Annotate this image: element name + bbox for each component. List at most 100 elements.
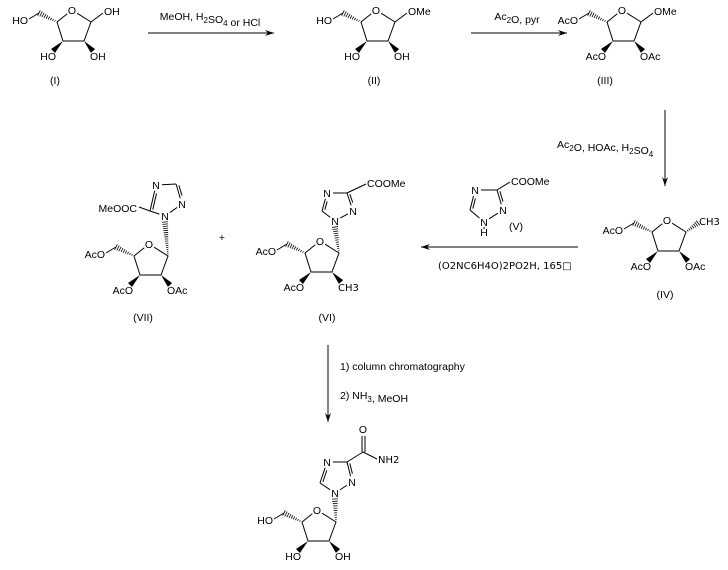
bond xyxy=(178,185,183,196)
arrow-head xyxy=(558,30,567,36)
bond xyxy=(276,243,288,251)
arrow-head xyxy=(421,244,430,250)
bond xyxy=(340,213,348,219)
ring-nitrogen-n4: N xyxy=(323,457,331,469)
ring-nitrogen-n2: N xyxy=(178,199,186,211)
bond xyxy=(301,521,309,542)
reagent-label: (O2NC6H4O)2PO2H, 165□ xyxy=(438,261,572,272)
bond xyxy=(394,12,408,23)
bond xyxy=(360,13,372,23)
bond xyxy=(149,210,160,215)
wedge-bond-c2 xyxy=(84,41,96,53)
ring-nitrogen-n1: N xyxy=(480,217,488,229)
bond xyxy=(83,21,92,42)
bond xyxy=(606,21,614,42)
substituent-c3: AcO xyxy=(586,51,606,63)
substituent-c3: HO xyxy=(285,551,301,563)
hashed-bond-c4 xyxy=(282,510,303,523)
ring-oxygen: O xyxy=(663,215,671,227)
bond xyxy=(499,191,504,202)
substituent-c3: HO xyxy=(40,51,56,63)
carbonyl-oxygen: O xyxy=(359,424,367,436)
bond xyxy=(319,467,326,484)
bond xyxy=(56,13,68,23)
bond xyxy=(105,246,117,254)
bond xyxy=(153,246,169,257)
substituent-c2: OAc xyxy=(167,285,187,297)
ring-nitrogen-n4: N xyxy=(323,188,331,200)
bond xyxy=(133,255,141,276)
substituent-c1: OMe xyxy=(408,6,431,18)
wedge-bond-c3 xyxy=(51,41,63,53)
bond xyxy=(324,243,340,254)
compound-label: (VII) xyxy=(133,312,153,324)
bond xyxy=(362,451,378,460)
ring-oxygen: O xyxy=(68,5,76,17)
substituent-c5: AcO xyxy=(256,246,276,258)
wedge-bond-c2 xyxy=(329,541,341,553)
substituent-c5: HO xyxy=(257,515,273,527)
substituent-c3: HO xyxy=(344,51,360,63)
hashed-bond-c1 xyxy=(685,220,701,233)
compound-label: (III) xyxy=(597,75,613,87)
reagent-label: Ac2O, pyr xyxy=(494,11,540,26)
hashed-bond-c4 xyxy=(632,220,653,233)
ring-nitrogen-n4: N xyxy=(152,180,160,192)
reagent-step3: Ac2O, HOAc, H2SO4 xyxy=(557,139,654,159)
bond xyxy=(301,513,313,523)
hashed-bond-c4 xyxy=(341,10,362,23)
bond xyxy=(469,209,480,219)
bond xyxy=(331,252,340,273)
arrow-step2 xyxy=(471,30,567,36)
bond xyxy=(321,210,331,218)
molecule-vii-sugar: O AcO AcO OAc (VII) xyxy=(85,221,187,324)
ring-oxygen: O xyxy=(372,5,380,17)
arrow-head xyxy=(265,30,274,36)
bond xyxy=(339,484,348,491)
ring-nitrogen-n1: N xyxy=(331,488,339,500)
substituent-c2: CH3 xyxy=(338,283,359,294)
bond xyxy=(678,231,687,252)
substituent-c1: OMe xyxy=(654,6,677,18)
bond xyxy=(387,21,396,42)
wedge-bond-c3 xyxy=(128,275,140,287)
substituent-c1: CH3 xyxy=(699,217,720,228)
wedge-bond-c3 xyxy=(601,41,613,53)
arrow-head xyxy=(325,413,331,422)
bond xyxy=(651,231,659,252)
bond xyxy=(304,252,312,273)
bond xyxy=(472,198,476,209)
wedge-bond-c3 xyxy=(646,251,658,263)
ring-nitrogen-n2: N xyxy=(349,206,357,218)
ring-nitrogen-n4: N xyxy=(471,185,479,197)
hashed-bond-c4 xyxy=(587,10,608,23)
substituent-c5: AcO xyxy=(558,15,578,27)
bond xyxy=(496,189,502,205)
bond xyxy=(319,482,331,491)
wedge-bond-c3 xyxy=(296,541,308,553)
bond xyxy=(469,195,475,211)
substituent-c5: AcO xyxy=(85,249,105,261)
bond xyxy=(349,193,354,203)
hashed-bond-c4 xyxy=(285,241,306,254)
ring-oxygen: O xyxy=(145,239,153,251)
bond xyxy=(626,12,642,23)
bond xyxy=(133,247,145,257)
bond xyxy=(175,183,181,199)
bond xyxy=(332,12,344,20)
wedge-bond-c2 xyxy=(161,275,173,287)
bond xyxy=(90,12,104,23)
substituent-c2: OH xyxy=(335,551,351,563)
substituent-c3: AcO xyxy=(113,285,133,297)
bond xyxy=(169,207,178,213)
ring-nitrogen-n2: N xyxy=(348,477,356,489)
ring-nitrogen-n1: N xyxy=(331,216,339,228)
